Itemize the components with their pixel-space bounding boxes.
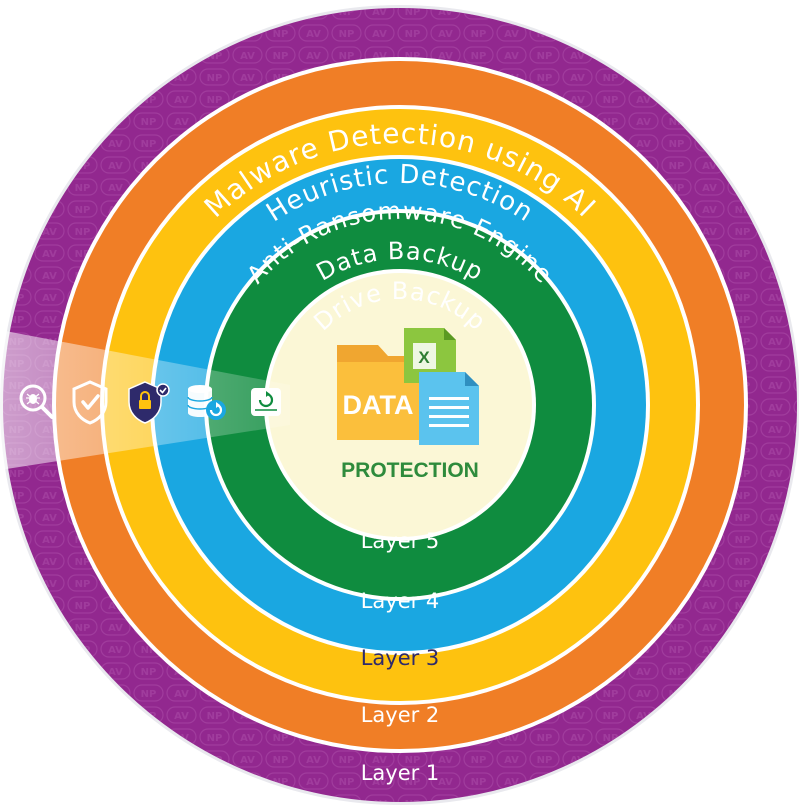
excel-letter: X: [418, 348, 430, 367]
layer-3-label: Layer 3: [361, 646, 440, 670]
document-icon: [419, 372, 479, 445]
data-protection-illustration: DATA X PROTECTION: [337, 328, 479, 482]
layer-4-label: Layer 4: [361, 589, 440, 613]
database-restore-icon: [187, 385, 226, 420]
shield-check-icon: [72, 380, 108, 425]
bug-magnifier-icon: [19, 384, 54, 419]
protection-caption: PROTECTION: [341, 459, 479, 482]
shield-lock-icon: [128, 381, 170, 424]
drive-restore-icon: [251, 388, 281, 416]
layer-5-label: Layer 5: [361, 529, 440, 553]
excel-file-icon: X: [404, 328, 456, 383]
folder-data-text: DATA: [343, 390, 414, 420]
layer-2-label: Layer 2: [361, 703, 440, 727]
layer-1-label: Layer 1: [361, 761, 440, 785]
